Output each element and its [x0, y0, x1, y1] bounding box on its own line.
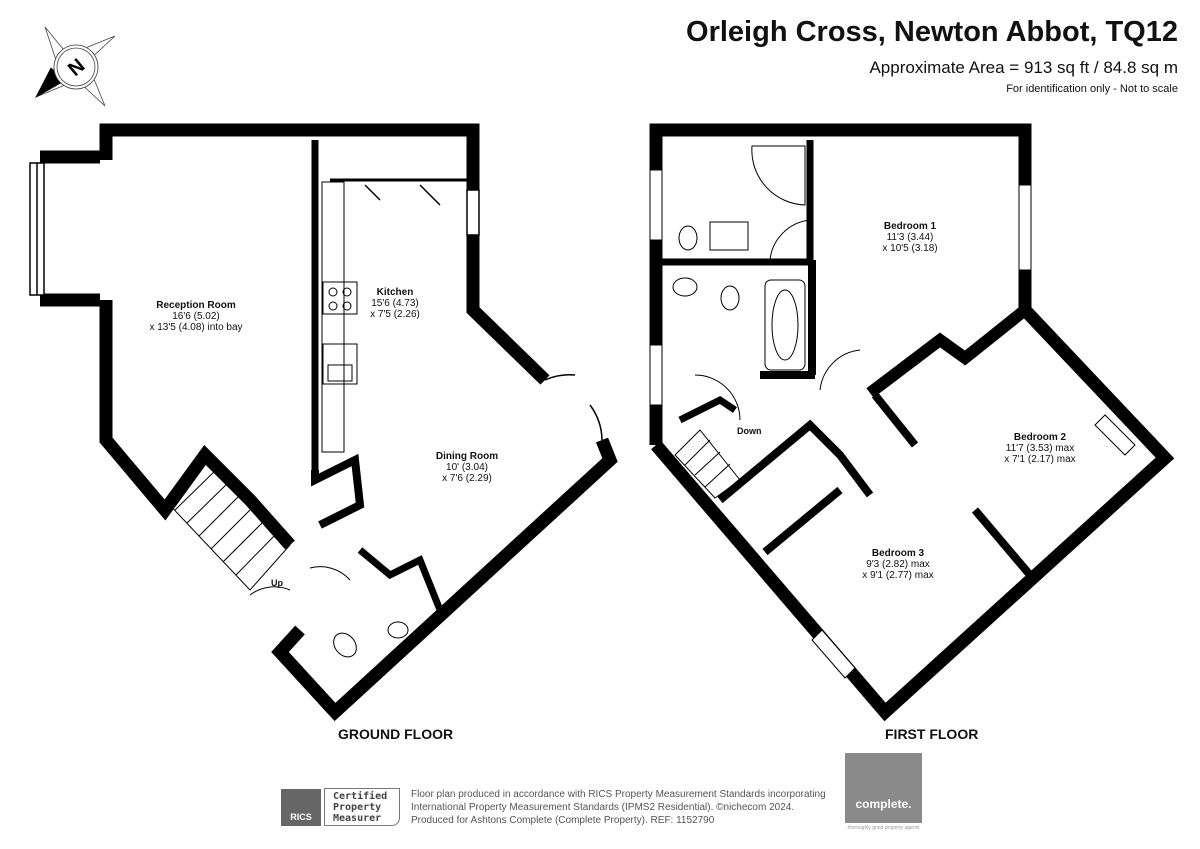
footer-line: International Property Measurement Stand… — [411, 802, 795, 813]
room-name: Bedroom 1 — [883, 221, 937, 232]
room-dim: x 7'1 (2.17) max — [1004, 454, 1076, 465]
room-name: Bedroom 3 — [871, 548, 925, 559]
room-name: Bedroom 2 — [1013, 432, 1067, 443]
badge-line: Certified — [333, 791, 388, 802]
stairs-down-label: Down — [737, 426, 762, 436]
badge-line: Property — [333, 802, 382, 813]
room-dim: x 9'1 (2.77) max — [862, 570, 934, 581]
complete-brand-logo: complete. — [845, 753, 922, 823]
ground-floor-walls — [40, 123, 618, 722]
room-bedroom-2: Bedroom 2 11'7 (3.53) max x 7'1 (2.17) m… — [1004, 432, 1075, 465]
approximate-area: Approximate Area = 913 sq ft / 84.8 sq m — [869, 58, 1178, 77]
room-dim: 15'6 (4.73) — [371, 298, 419, 309]
kitchen-fittings — [321, 181, 358, 453]
ground-wc — [249, 566, 409, 658]
room-dim: 9'3 (2.82) max — [866, 559, 930, 570]
first-stairs — [674, 429, 741, 499]
ground-floor-bay-window — [29, 162, 603, 441]
room-dim: 11'7 (3.53) max — [1005, 443, 1075, 454]
room-bedroom-3: Bedroom 3 9'3 (2.82) max x 9'1 (2.77) ma… — [862, 548, 933, 581]
scale-note: For identification only - Not to scale — [1006, 83, 1178, 95]
first-floor-label: FIRST FLOOR — [885, 726, 979, 742]
rics-certified-badge: Certified Property Measurer — [324, 788, 400, 826]
ground-floor-label: GROUND FLOOR — [338, 726, 454, 742]
stairs-up-label: Up — [271, 578, 283, 588]
room-reception: Reception Room 16'6 (5.02) x 13'5 (4.08)… — [149, 300, 242, 333]
compass-icon — [35, 26, 116, 107]
footer-line: Produced for Ashtons Complete (Complete … — [411, 815, 715, 826]
room-dim: 16'6 (5.02) — [172, 311, 220, 322]
room-dim: x 13'5 (4.08) into bay — [149, 322, 243, 333]
footer-line: Floor plan produced in accordance with R… — [411, 789, 826, 800]
rics-logo-text: RICS — [290, 812, 312, 822]
property-title: Orleigh Cross, Newton Abbot, TQ12 — [686, 16, 1178, 48]
room-kitchen: Kitchen 15'6 (4.73) x 7'5 (2.26) — [370, 287, 420, 320]
footer-disclaimer: Floor plan produced in accordance with R… — [411, 788, 826, 827]
room-dim: x 10'5 (3.18) — [882, 243, 938, 254]
room-name: Kitchen — [376, 287, 414, 298]
room-dim: x 7'6 (2.29) — [442, 473, 492, 484]
room-name: Dining Room — [435, 451, 499, 462]
room-bedroom-1: Bedroom 1 11'3 (3.44) x 10'5 (3.18) — [882, 221, 937, 254]
first-floor-walls — [649, 123, 1175, 722]
rics-logo: RICS — [281, 789, 321, 826]
room-dim: 11'3 (3.44) — [886, 232, 934, 243]
room-name: Reception Room — [156, 300, 236, 311]
brand-name: complete. — [855, 797, 912, 811]
ground-stairs — [164, 454, 291, 591]
badge-line: Measurer — [333, 813, 382, 824]
room-dim: 10' (3.04) — [446, 462, 488, 473]
room-dim: x 7'5 (2.26) — [370, 309, 420, 320]
brand-tagline: thoroughly good property agents — [847, 825, 920, 831]
first-floor-fittings — [649, 145, 1136, 679]
room-dining: Dining Room 10' (3.04) x 7'6 (2.29) — [436, 451, 498, 484]
